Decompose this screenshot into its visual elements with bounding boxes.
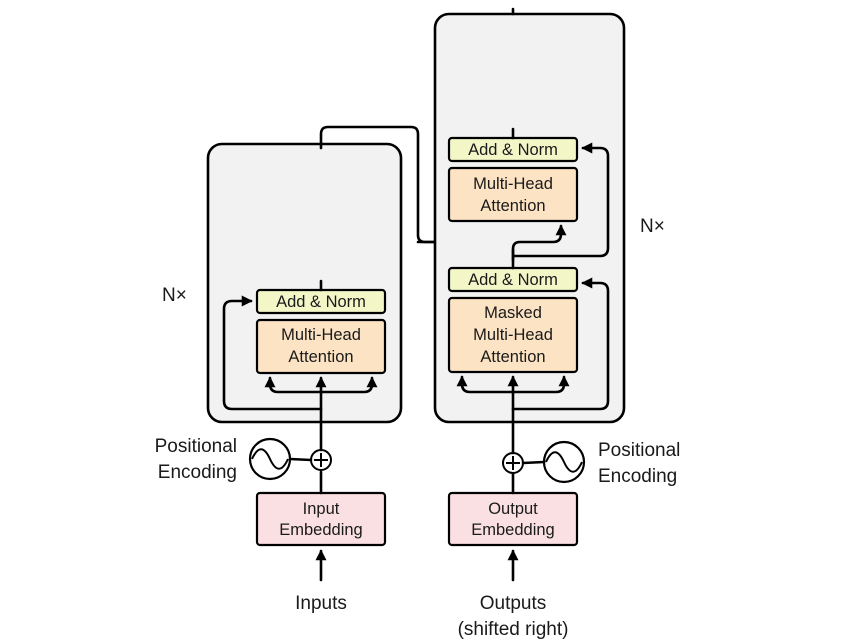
decoder-residual-2	[511, 148, 610, 262]
outputs-label-2: (shifted right)	[458, 619, 569, 640]
decoder-branch-left	[456, 375, 515, 394]
encoder-branch-right	[319, 376, 378, 394]
decoder-pe-label-2: Encoding	[598, 466, 677, 487]
decoder-branch-right	[511, 375, 570, 394]
output-embedding-label-1: Output	[488, 500, 538, 518]
encoder-add-norm-label: Add & Norm	[276, 293, 366, 311]
decoder-attention-label-2: Attention	[480, 197, 545, 215]
inputs-label: Inputs	[295, 593, 347, 614]
encoder-pe-wire	[288, 457, 313, 462]
input-embedding-label-1: Input	[303, 500, 340, 518]
encoder-sine-curve	[251, 448, 289, 470]
decoder-residual-1	[511, 277, 610, 411]
output-embedding-label-2: Embedding	[471, 521, 554, 539]
masked-attention-label-1: Masked	[484, 304, 542, 322]
decoder-sine-curve	[545, 451, 583, 473]
outputs-label-1: Outputs	[480, 593, 547, 614]
encoder-pe-label-1: Positional	[155, 436, 237, 457]
masked-attention-label-2: Multi-Head	[473, 326, 553, 344]
encoder-repeat-label: N×	[162, 285, 187, 306]
decoder-attention-box	[447, 166, 579, 223]
encoder-branch-left	[264, 376, 323, 394]
encoder-attention-box	[255, 318, 387, 375]
encoder-attention-label-1: Multi-Head	[281, 326, 361, 344]
decoder-add-norm-top-label: Add & Norm	[468, 141, 558, 159]
encoder-attention-label-2: Attention	[288, 348, 353, 366]
decoder-pe-label-1: Positional	[598, 440, 680, 461]
decoder-repeat-label: N×	[640, 216, 665, 237]
masked-attention-label-3: Attention	[480, 348, 545, 366]
encoder-residual	[222, 295, 323, 411]
decoder-attention-label-1: Multi-Head	[473, 175, 553, 193]
decoder-query-wire	[511, 224, 567, 270]
decoder-pe-wire	[521, 460, 546, 465]
decoder-add-norm-bottom-label: Add & Norm	[468, 271, 558, 289]
input-embedding-label-2: Embedding	[279, 521, 362, 539]
masked-attention-box	[447, 296, 579, 374]
encoder-pe-label-2: Encoding	[158, 462, 237, 483]
